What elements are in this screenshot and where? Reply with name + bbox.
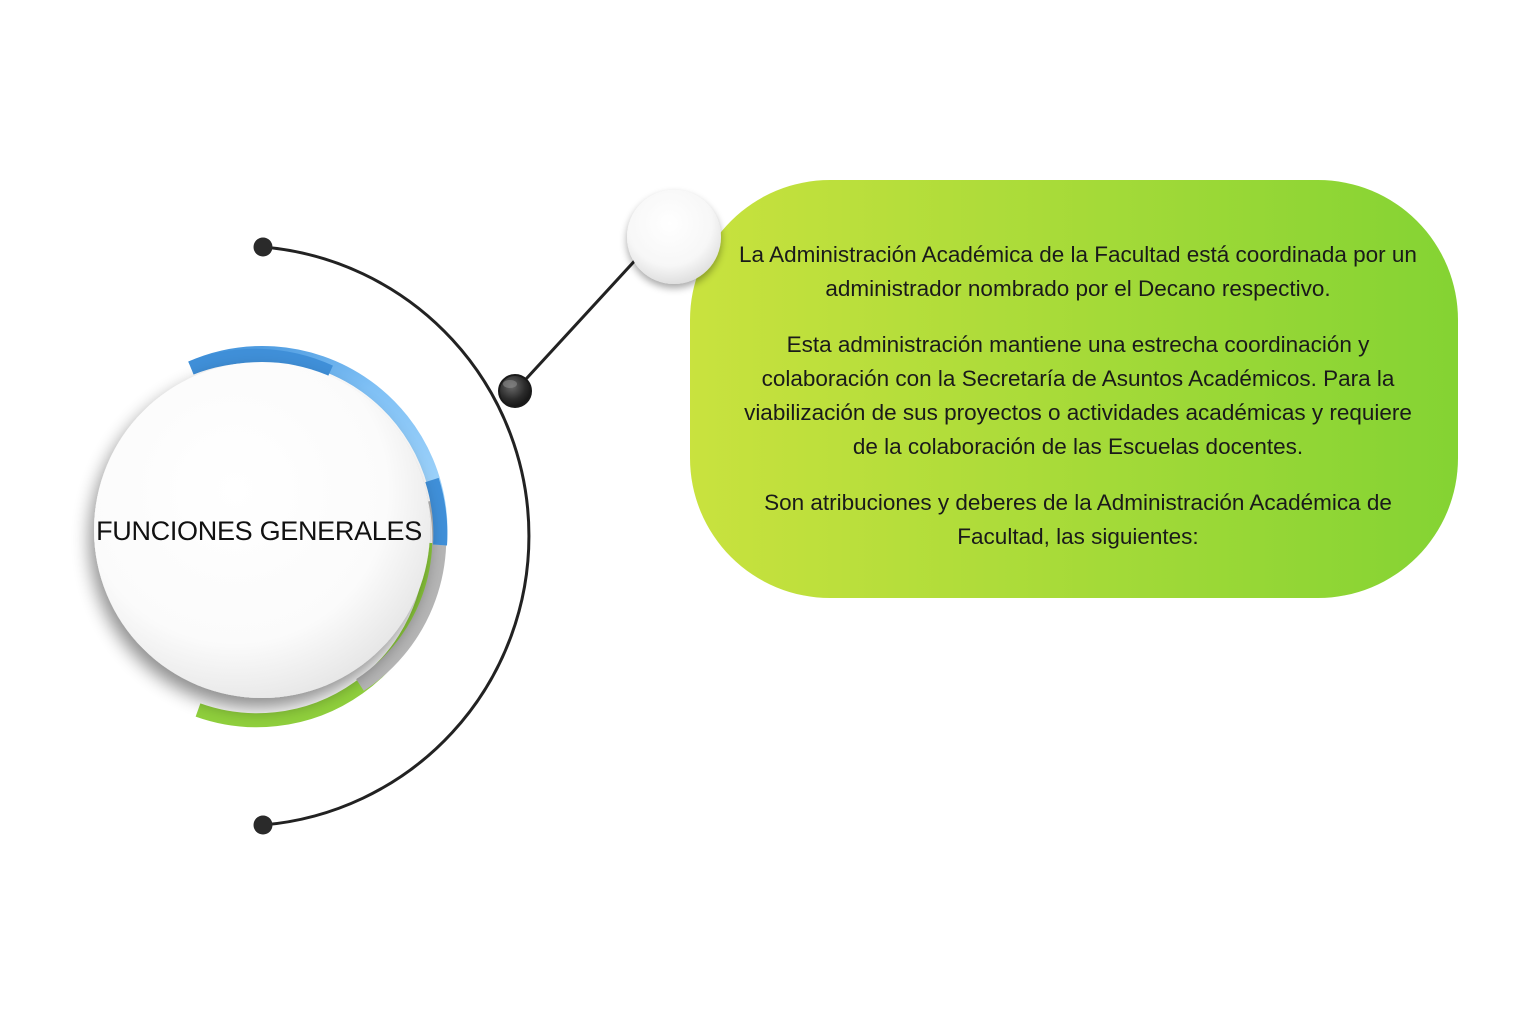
outer-arc <box>262 245 531 827</box>
connector-line <box>513 253 642 393</box>
arc-bottom-endpoint <box>253 815 273 835</box>
connector-bubble <box>627 190 721 284</box>
ring-segment-blue-dark <box>188 348 333 379</box>
knob-highlight <box>503 380 517 388</box>
arc-top-endpoint <box>253 237 273 257</box>
ring-segment-blue-tip <box>425 477 448 546</box>
center-disc <box>94 362 430 698</box>
connector-knob <box>498 374 532 408</box>
info-panel-background <box>690 180 1458 598</box>
center-title: FUNCIONES GENERALES <box>96 516 422 546</box>
